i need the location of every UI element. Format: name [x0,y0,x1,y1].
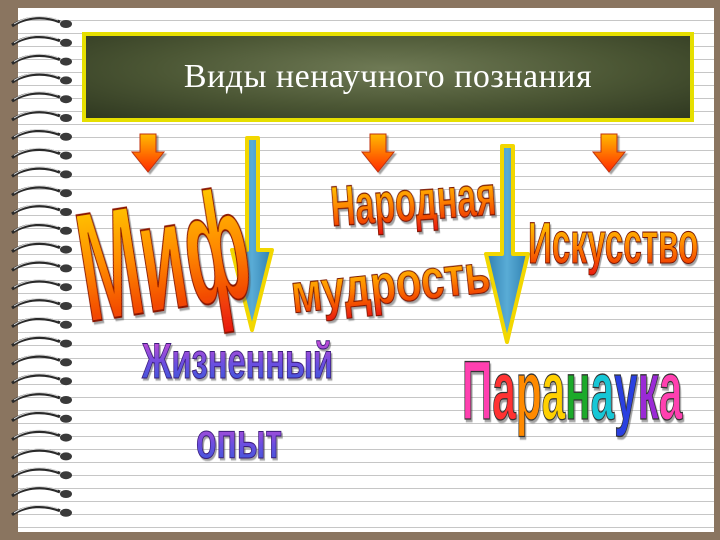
parascience-letter: а [591,343,615,436]
binding-ring [11,410,72,423]
parascience-letter: а [659,343,683,436]
word-folk-2: мудрость [288,243,493,326]
binding-ring [11,504,72,517]
binding-ring [11,128,72,141]
word-parascience: Паранаука [462,343,683,436]
parascience-letter: к [638,343,660,436]
word-folk-1: Народная [328,164,498,238]
arrow-down-icon [130,133,166,173]
parascience-letter: а [542,343,566,436]
binding-ring [11,486,72,498]
title-box: Виды ненаучного познания [82,32,694,122]
binding-ring [11,392,72,404]
binding-ring [11,467,72,480]
binding-ring [11,91,72,104]
parascience-letter: у [614,343,638,436]
arrow-down-icon [591,133,627,173]
word-art: Искусство [528,211,698,276]
parascience-letter: н [565,343,591,436]
binding-ring [11,222,72,235]
binding-ring [11,185,72,198]
word-life-1: Жизненный [141,333,333,389]
long-arrow-down-icon [484,144,530,344]
binding-ring [11,448,72,461]
spiral-binding [11,16,72,517]
binding-ring [11,147,72,160]
binding-ring [11,260,72,273]
binding-ring [11,16,72,28]
binding-ring [11,279,72,292]
binding-ring [11,166,72,179]
page-title: Виды ненаучного познания [183,58,593,95]
binding-ring [11,354,72,367]
binding-ring [11,53,72,66]
parascience-letter: р [516,343,542,436]
parascience-letter: а [492,343,516,436]
binding-ring [11,241,72,254]
word-life-2: опыт [196,413,282,469]
long-arrow-down-icon [230,136,274,332]
word-myth: Миф [66,156,261,355]
binding-ring [11,72,72,85]
binding-ring [11,298,72,310]
parascience-letter: П [462,343,492,436]
binding-ring [11,429,72,442]
binding-ring [11,373,72,386]
binding-ring [11,204,72,216]
binding-ring [11,110,72,122]
binding-ring [11,335,72,348]
binding-ring [11,316,72,329]
arrow-down-icon [360,133,396,173]
binding-ring [11,34,72,47]
